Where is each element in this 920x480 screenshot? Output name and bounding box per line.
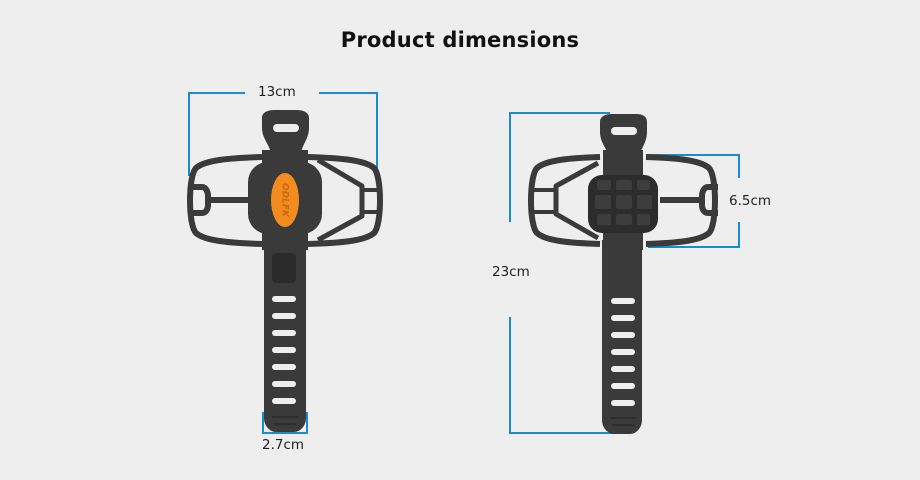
strap-holes [272, 296, 296, 404]
strap-tip-grip [272, 416, 298, 425]
mount-grid-plate [588, 175, 658, 233]
back-strap-holes [611, 298, 635, 406]
back-view [509, 112, 740, 434]
cradle-height-dimension-label: 6.5cm [729, 193, 772, 209]
strap-width-dimension-line [262, 412, 308, 434]
strap-buckle [272, 253, 296, 283]
back-hanging-slot [611, 127, 637, 135]
length-dimension-label: 23cm [492, 264, 530, 280]
width-dimension-line [188, 92, 378, 176]
width-dimension-label: 13cm [258, 84, 296, 100]
brand-logo-text: ODLFK [280, 183, 290, 218]
strap-width-dimension-label: 2.7cm [262, 437, 305, 453]
length-dimension-line [509, 112, 617, 434]
front-view: ODLFK [187, 92, 383, 434]
hanging-slot [273, 124, 299, 132]
cradle-height-dimension-line [648, 154, 740, 248]
back-cage-frame [528, 154, 718, 247]
page-title: Product dimensions [340, 28, 580, 52]
brand-logo-badge [271, 173, 299, 227]
back-strap-tip-grip [610, 417, 636, 426]
cage-frame [187, 154, 383, 247]
